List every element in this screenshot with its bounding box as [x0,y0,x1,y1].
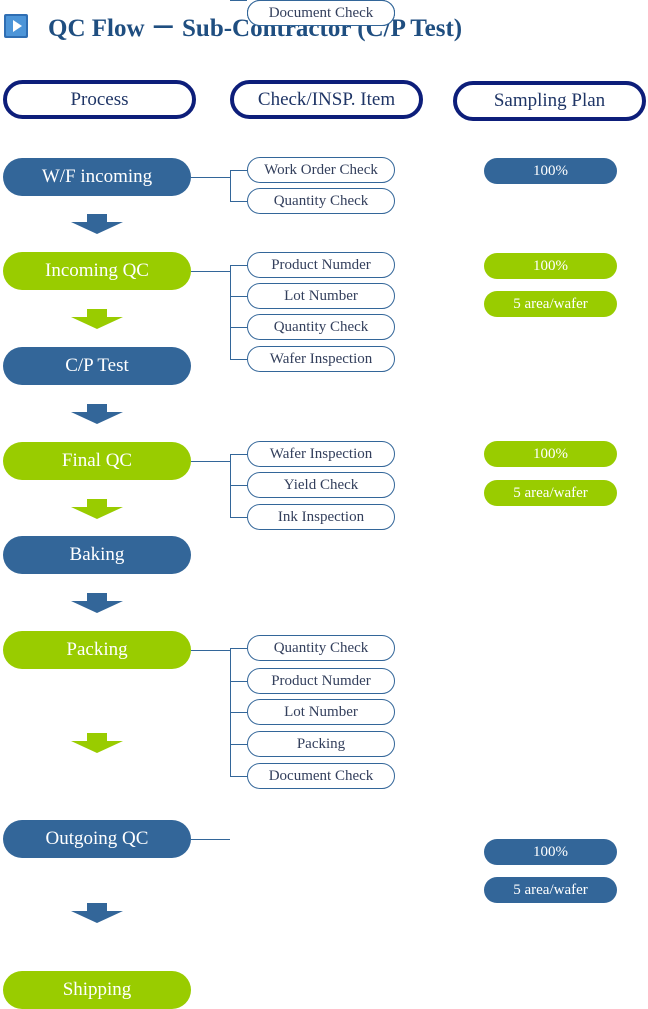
sampling-plan-badge: 100% [484,839,617,865]
check-item: Document Check [247,0,395,26]
connector-line [230,201,247,202]
check-item: Document Check [247,763,395,789]
check-item: Wafer Inspection [247,441,395,467]
process-step-packing: Packing [3,631,191,669]
down-arrow-icon [71,733,123,753]
connector-line [230,517,247,518]
sampling-plan-badge: 100% [484,253,617,279]
connector-line [230,712,247,713]
sampling-plan-badge: 5 area/wafer [484,877,617,903]
connector-line [230,681,247,682]
connector-line [191,177,230,178]
down-arrow-icon [71,404,123,424]
down-arrow-icon [71,214,123,234]
check-item: Quantity Check [247,635,395,661]
header-process: Process [3,80,196,119]
connector-line [230,265,247,266]
down-arrow-icon [71,499,123,519]
process-step-incoming-qc: Incoming QC [3,252,191,290]
check-item: Product Numder [247,252,395,278]
check-item: Ink Inspection [247,504,395,530]
sampling-plan-badge: 5 area/wafer [484,480,617,506]
connector-line [230,776,247,777]
connector-line [230,744,247,745]
check-item: Lot Number [247,283,395,309]
play-icon [4,14,28,38]
connector-line [230,648,247,649]
process-step-c-p-test: C/P Test [3,347,191,385]
header-sampling-plan: Sampling Plan [453,81,646,121]
process-step-final-qc: Final QC [3,442,191,480]
connector-line [230,170,247,171]
check-item: Lot Number [247,699,395,725]
sampling-plan-badge: 100% [484,441,617,467]
connector-line [230,485,247,486]
connector-line [230,359,247,360]
header-check-item: Check/INSP. Item [230,80,423,119]
connector-line [191,650,230,651]
connector-line [230,170,231,201]
check-item: Work Order Check [247,157,395,183]
process-step-shipping: Shipping [3,971,191,1009]
down-arrow-icon [71,309,123,329]
process-step-outgoing-qc: Outgoing QC [3,820,191,858]
check-item: Yield Check [247,472,395,498]
connector-line [230,265,231,359]
sampling-plan-badge: 100% [484,158,617,184]
process-step-w-f-incoming: W/F incoming [3,158,191,196]
connector-line [230,454,247,455]
check-item: Quantity Check [247,314,395,340]
check-item: Product Numder [247,668,395,694]
connector-line [230,0,247,1]
check-item: Wafer Inspection [247,346,395,372]
sampling-plan-badge: 5 area/wafer [484,291,617,317]
connector-line [230,296,247,297]
process-step-baking: Baking [3,536,191,574]
connector-line [230,327,247,328]
connector-line [191,839,230,840]
check-item: Quantity Check [247,188,395,214]
connector-line [191,271,230,272]
down-arrow-icon [71,903,123,923]
connector-line [191,461,230,462]
check-item: Packing [247,731,395,757]
down-arrow-icon [71,593,123,613]
